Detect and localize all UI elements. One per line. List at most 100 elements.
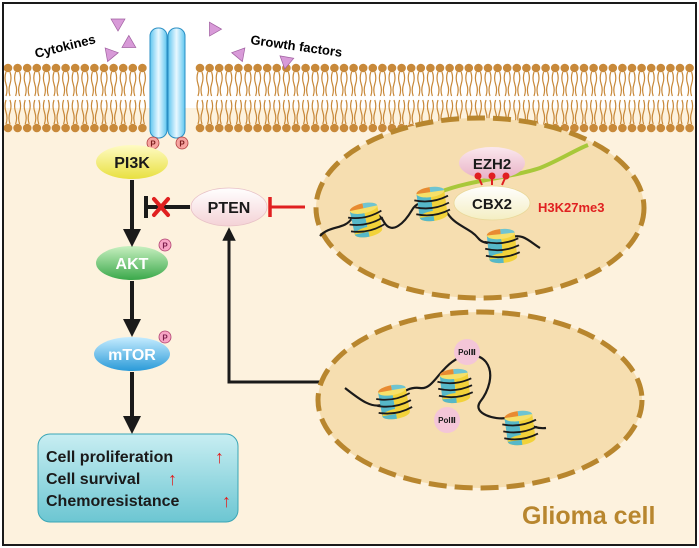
lipid [579, 63, 589, 133]
lipid [22, 63, 32, 133]
lipid [13, 63, 22, 133]
nucleosome-group-top [348, 186, 521, 264]
methyl-marks [474, 172, 510, 186]
lipid [310, 63, 320, 133]
lipid [80, 63, 90, 133]
nucleosome-icon [414, 186, 451, 222]
ligand-group [104, 18, 295, 70]
lipid [70, 63, 80, 133]
lipid [589, 63, 598, 133]
lipid [387, 63, 397, 133]
up-arrow-icon: ↑ [222, 491, 231, 511]
lipid [560, 63, 570, 133]
ezh2-node: EZH2 [459, 147, 525, 179]
outcome-cell-survival: Cell survival [46, 471, 140, 488]
svg-text:P: P [162, 242, 168, 251]
lipid [195, 63, 205, 133]
lipid [51, 63, 61, 133]
svg-text:PTEN: PTEN [208, 200, 251, 217]
outcome-chemoresistance: Chemoresistance [46, 493, 179, 510]
svg-text:PolⅡ: PolⅡ [438, 416, 456, 425]
nucleosome-icon [484, 228, 521, 264]
lipid [637, 63, 646, 133]
lipid [262, 63, 272, 133]
receptor-icon [149, 27, 186, 139]
lipid [675, 63, 685, 133]
lipid [570, 63, 579, 133]
nucleosome-icon [502, 410, 539, 446]
svg-text:PI3K: PI3K [114, 155, 150, 172]
lipid [301, 63, 310, 133]
akt-node: AKT [96, 246, 168, 280]
svg-text:P: P [162, 334, 168, 343]
lipid [272, 63, 282, 133]
lipid [42, 63, 51, 133]
outcome-cell-proliferation: Cell proliferation [46, 449, 173, 466]
outcomes-box: Cell proliferation Cell survival Chemore… [37, 433, 239, 523]
lipid [214, 63, 224, 133]
lipid [224, 63, 234, 133]
ligand-triangle-icon [231, 47, 246, 63]
ligand-triangle-icon [104, 47, 119, 63]
lipid [339, 63, 349, 133]
inhibition-bar-icon [144, 196, 190, 218]
nucleus-bottom [315, 309, 645, 491]
lipid [291, 63, 301, 133]
up-arrow-icon: ↑ [168, 469, 177, 489]
glioma-cell-label: Glioma cell [522, 502, 655, 530]
lipid [656, 63, 666, 133]
nucleosome-icon [437, 368, 474, 404]
svg-text:P: P [150, 140, 156, 149]
lipid [128, 63, 138, 133]
ligand-triangle-icon [121, 34, 137, 48]
pten-node: PTEN [190, 187, 268, 227]
h3k27me3-label: H3K27me3 [538, 200, 605, 215]
growth-factors-label: Growth factors [250, 32, 344, 60]
lipid [32, 63, 42, 133]
lipid [138, 63, 147, 133]
svg-text:EZH2: EZH2 [473, 156, 511, 173]
mtor-node: mTOR [94, 337, 170, 371]
lipid [61, 63, 70, 133]
lipid [646, 63, 656, 133]
lipid [320, 63, 330, 133]
lipid [608, 63, 618, 133]
cbx2-inhibits-pten [268, 197, 305, 217]
lipid [118, 63, 128, 133]
pi3k-node: PI3K [96, 145, 168, 179]
polii-bottom: PolⅡ [434, 407, 460, 433]
lipid [627, 63, 637, 133]
red-x-icon [152, 197, 170, 217]
svg-text:CBX2: CBX2 [472, 196, 512, 213]
nucleosome-icon [348, 202, 385, 238]
lipid [109, 63, 118, 133]
lipid [282, 63, 291, 133]
ligand-triangle-icon [279, 55, 295, 70]
lipid [598, 63, 608, 133]
ligand-triangle-icon [110, 18, 126, 32]
svg-text:PolⅡ: PolⅡ [458, 348, 476, 357]
lipid [368, 63, 378, 133]
lipid [358, 63, 368, 133]
lipid [330, 63, 339, 133]
nucleosome-icon [376, 384, 413, 420]
green-strand [439, 143, 589, 194]
svg-text:mTOR: mTOR [108, 347, 156, 364]
arrow-activation-to-pten [222, 227, 330, 384]
lipid [243, 63, 253, 133]
lipid [4, 63, 13, 133]
lipid [90, 63, 99, 133]
akt-phospho: P [158, 238, 172, 252]
polii-top: PolⅡ [454, 339, 480, 365]
receptor-phospho-right: P [175, 136, 189, 150]
lipid [666, 63, 675, 133]
lipid [99, 63, 109, 133]
svg-text:AKT: AKT [116, 256, 149, 273]
lipid [349, 63, 358, 133]
mtor-phospho: P [158, 330, 172, 344]
lipid [618, 63, 627, 133]
lipid [234, 63, 243, 133]
cytokines-label: Cytokines [33, 31, 97, 61]
